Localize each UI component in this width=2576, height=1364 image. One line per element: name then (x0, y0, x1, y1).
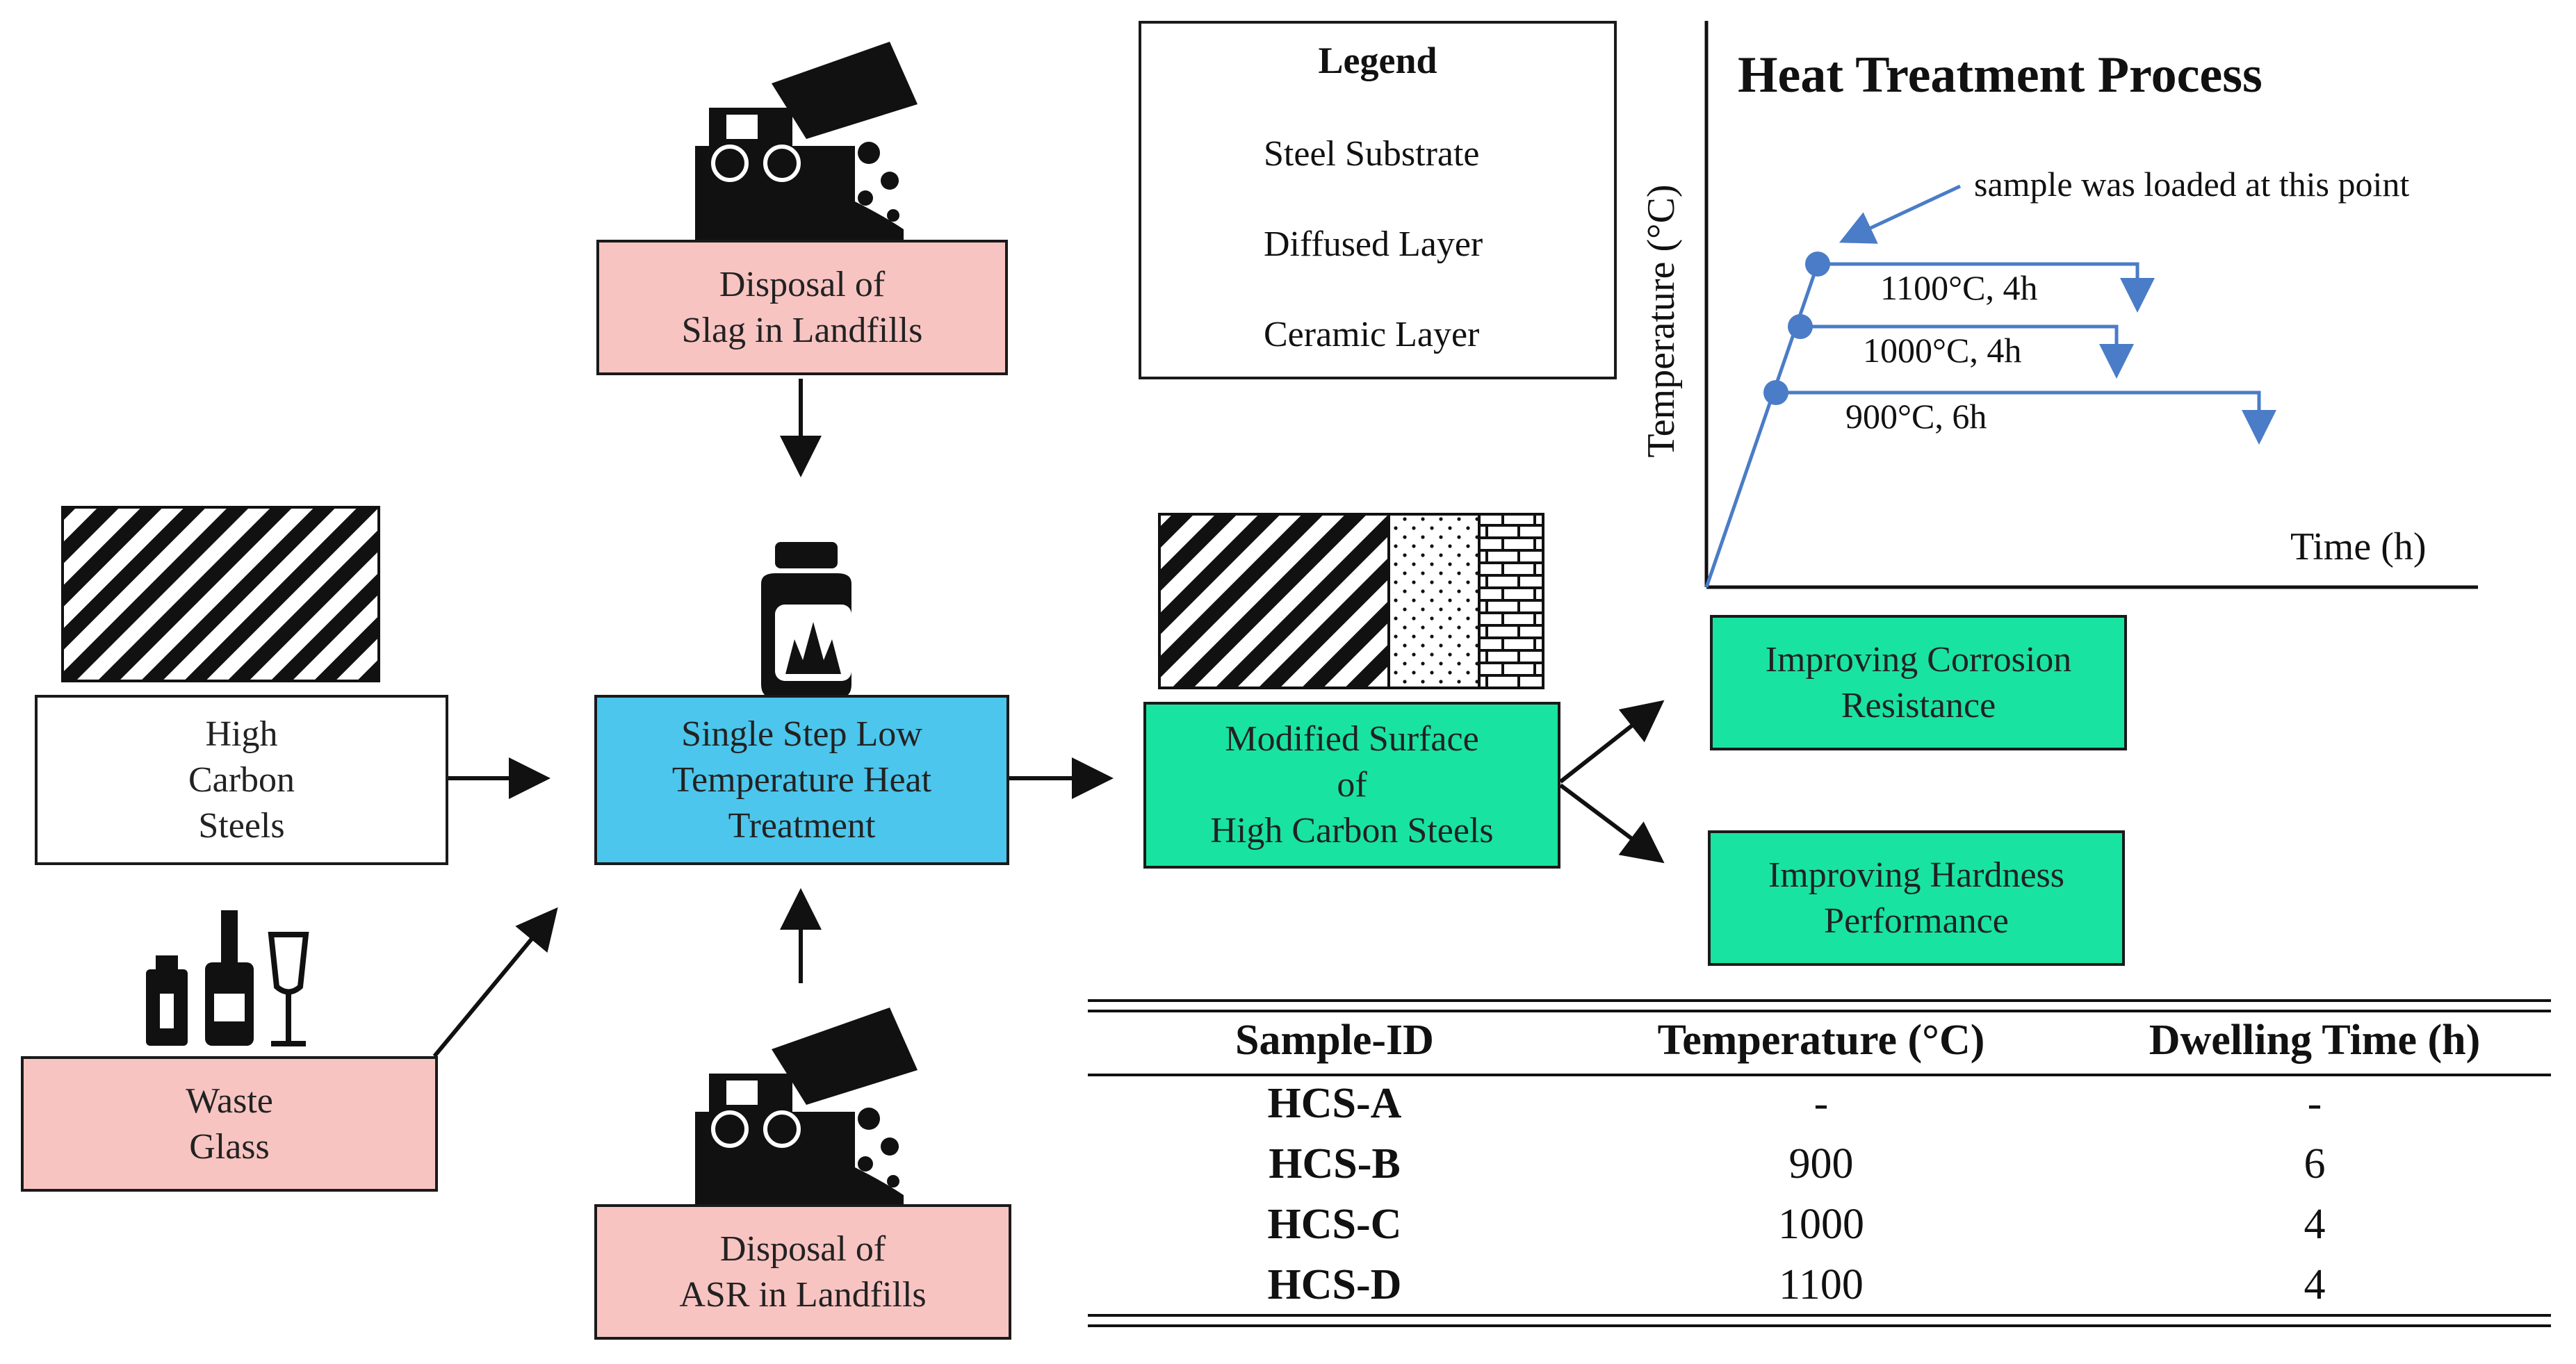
table-rules (1088, 999, 2551, 1327)
legend-title: Legend (1318, 40, 1437, 81)
table-cell-time: 4 (2304, 1261, 2326, 1308)
curve-label-1000: 1000°C, 4h (1863, 331, 2022, 370)
chart-y-label: Temperature (°C) (1640, 184, 1683, 458)
table-header-dwelling: Dwelling Time (h) (2149, 1017, 2481, 1064)
legend-label-ceramic: Ceramic Layer (1264, 315, 1480, 354)
annotation-arrow (1839, 184, 1962, 244)
heat-treatment-box: Single Step Low Temperature Heat Treatme… (594, 695, 1009, 865)
process-chart (1704, 21, 2478, 589)
corrosion-resistance-box: Improving Corrosion Resistance (1710, 615, 2127, 750)
curve-1100 (1704, 262, 2155, 588)
process-chart-title: Heat Treatment Process (1738, 47, 2263, 104)
load-point-900 (1763, 380, 1788, 405)
arrow-glass-to-heat (432, 907, 558, 1058)
chart-x-label: Time (h) (2290, 525, 2427, 568)
arrow-to-corrosion (1559, 700, 1665, 784)
table-header-sample: Sample-ID (1235, 1017, 1434, 1064)
table-header-temperature: Temperature (°C) (1657, 1017, 1985, 1064)
chart-annotation: sample was loaded at this point (1974, 165, 2410, 204)
table-cell-temp: - (1813, 1080, 1829, 1127)
waste-glass-box: Waste Glass (21, 1056, 438, 1192)
table-cell-time: 6 (2304, 1140, 2326, 1188)
curve-1000 (1800, 324, 2134, 379)
table-cell-id: HCS-C (1267, 1201, 1402, 1248)
dump-truck-landfill-icon (695, 42, 918, 271)
arrow-to-hardness (1559, 783, 1665, 864)
table-cell-temp: 1000 (1778, 1201, 1864, 1248)
curve-label-900: 900°C, 6h (1845, 397, 1987, 436)
table-cell-id: HCS-B (1269, 1140, 1401, 1188)
modified-surface-layers (1158, 513, 1544, 689)
modified-surface-box: Modified Surface of High Carbon Steels (1143, 702, 1560, 869)
load-point-1000 (1788, 314, 1813, 339)
legend: Legend Steel Substrate Diffused Layer Ce… (1139, 21, 1617, 379)
table-cell-id: HCS-A (1267, 1080, 1402, 1127)
furnace-bottle-icon (761, 542, 851, 698)
glass-bottles-icon (146, 910, 309, 1046)
dump-truck-landfill-icon (695, 1008, 918, 1237)
hardness-performance-box: Improving Hardness Performance (1708, 830, 2125, 966)
curve-label-1100: 1100°C, 4h (1880, 268, 2038, 307)
legend-label-diffused: Diffused Layer (1264, 224, 1483, 264)
asr-landfill-box: Disposal of ASR in Landfills (594, 1204, 1011, 1340)
table-cell-time: - (2307, 1080, 2322, 1127)
table-cell-time: 4 (2304, 1201, 2326, 1248)
load-point-1100 (1805, 252, 1830, 277)
legend-label-steel: Steel Substrate (1264, 134, 1480, 174)
high-carbon-steels-box: High Carbon Steels (35, 695, 448, 865)
steel-substrate-block (61, 506, 380, 682)
table-cell-temp: 900 (1788, 1140, 1854, 1188)
curve-900 (1776, 391, 2276, 445)
table-cell-temp: 1100 (1779, 1261, 1864, 1308)
slag-landfill-box: Disposal of Slag in Landfills (596, 240, 1008, 375)
table-cell-id: HCS-D (1267, 1261, 1402, 1308)
